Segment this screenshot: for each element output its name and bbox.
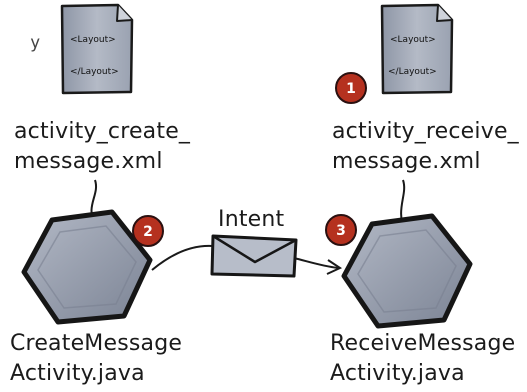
badge-2: 2 [132,215,164,247]
document-icon-receive-layout: <Layout> </Layout> [380,3,454,95]
badge-1: 1 [335,72,367,104]
file-name-receive-layout-line1: activity_receive_ [332,119,519,144]
layout-open-tag-left: <Layout> [70,35,116,45]
badge-3: 3 [325,214,357,246]
file-name-create-layout-line1: activity_create_ [14,119,191,144]
badge-2-number: 2 [143,224,153,240]
activity-name-receive-line1: ReceiveMessage [330,331,516,356]
hexagon-receive-activity [341,213,473,329]
layout-open-tag-right: <Layout> [390,35,436,45]
badge-3-number: 3 [336,223,346,239]
hexagon-create-activity [21,209,153,325]
badge-1-number: 1 [346,81,356,97]
activity-name-receive-line2: Activity.java [330,361,465,386]
intent-label: Intent [218,207,285,232]
activity-name-create-line1: CreateMessage [10,331,183,356]
activity-name-create-line2: Activity.java [10,361,145,386]
file-name-receive-layout-line2: message.xml [332,149,481,174]
connector-create-to-intent [151,244,213,271]
arrowhead-to-receive [326,259,343,275]
layout-close-tag-right: </Layout> [388,67,437,77]
document-icon-create-layout: <Layout> </Layout> [60,3,134,95]
layout-close-tag-left: </Layout> [70,67,119,77]
file-name-create-layout-line2: message.xml [14,149,163,174]
connector-intent-to-receive [293,257,339,269]
envelope-icon-intent [210,234,298,278]
cropped-text-fragment: y [30,33,41,53]
